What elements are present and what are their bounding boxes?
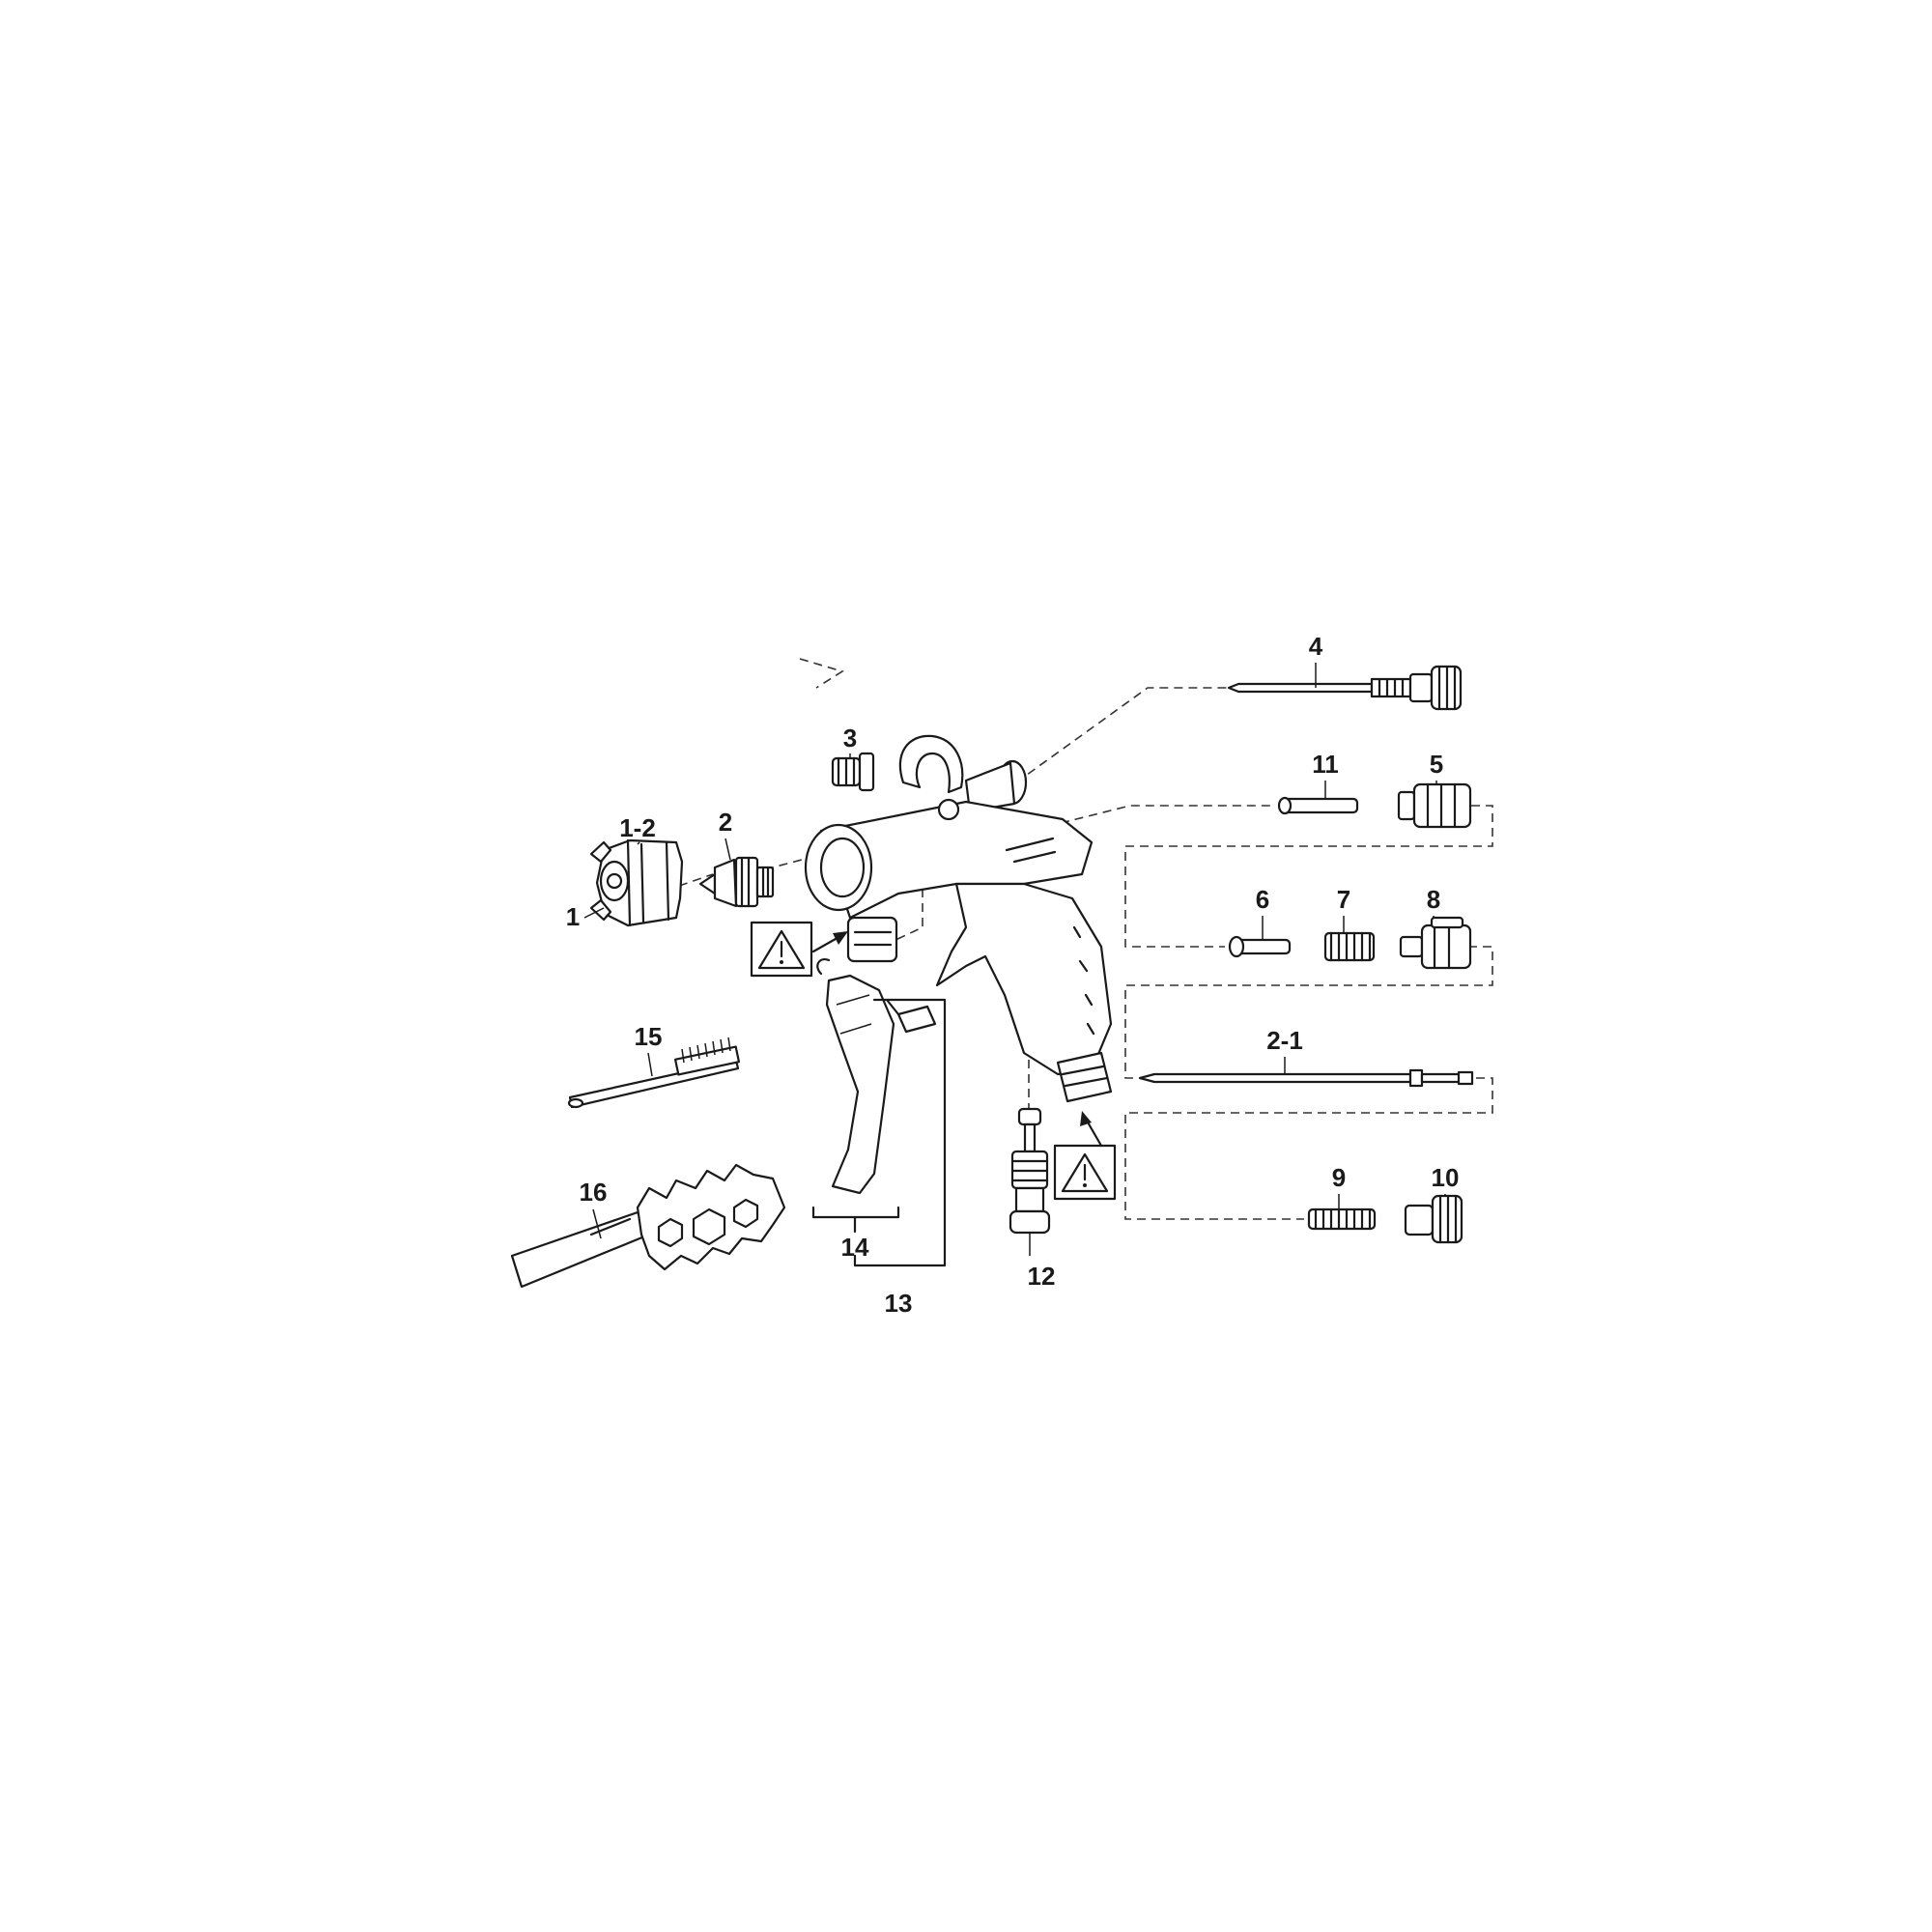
label-13: 13 (885, 1289, 913, 1318)
part-5-fitting (1397, 782, 1472, 829)
part-2-fluid-nozzle (698, 856, 775, 908)
part-11-pin (1277, 796, 1359, 815)
label-2: 2 (719, 808, 732, 837)
bracket-14 (811, 1206, 900, 1219)
bracket-13 (853, 998, 947, 1267)
label-1-2: 1-2 (619, 813, 656, 842)
warning-box-fluid-inlet (750, 921, 848, 978)
label-5: 5 (1430, 750, 1443, 779)
part-9-spring (1307, 1208, 1377, 1231)
label-9: 9 (1332, 1163, 1346, 1192)
part-8-valve-housing (1399, 916, 1472, 970)
label-16: 16 (580, 1178, 608, 1207)
part-2-1-needle (1138, 1068, 1474, 1088)
part-4-needle-adjuster (1227, 665, 1463, 711)
warning-box-air-inlet (1053, 1111, 1117, 1201)
part-3-valve (831, 752, 875, 792)
label-15: 15 (635, 1022, 663, 1051)
part-12-air-valve (1009, 1107, 1051, 1235)
label-6: 6 (1256, 885, 1269, 914)
label-1: 1 (566, 902, 580, 931)
label-10: 10 (1432, 1163, 1460, 1192)
part-16-spanner-wrench (510, 1163, 786, 1289)
part-7-spring (1323, 931, 1376, 962)
spray-gun-body (804, 734, 1113, 1103)
label-7: 7 (1337, 885, 1350, 914)
label-2-1: 2-1 (1266, 1026, 1303, 1055)
label-8: 8 (1427, 885, 1440, 914)
label-14: 14 (841, 1233, 869, 1262)
label-3: 3 (843, 724, 857, 753)
label-leaders (583, 663, 1446, 1256)
part-15-cleaning-brush (567, 1037, 741, 1109)
part-labels: 1 1-2 2 2-1 3 4 5 6 7 8 9 10 11 12 13 14… (566, 632, 1460, 1318)
part-1-air-cap (589, 838, 684, 927)
part-6-sleeve (1228, 935, 1292, 958)
part-14-trigger (816, 958, 937, 1195)
label-11: 11 (1312, 750, 1339, 779)
part-10-knob (1404, 1194, 1463, 1244)
label-12: 12 (1028, 1262, 1056, 1291)
label-4: 4 (1309, 632, 1323, 661)
